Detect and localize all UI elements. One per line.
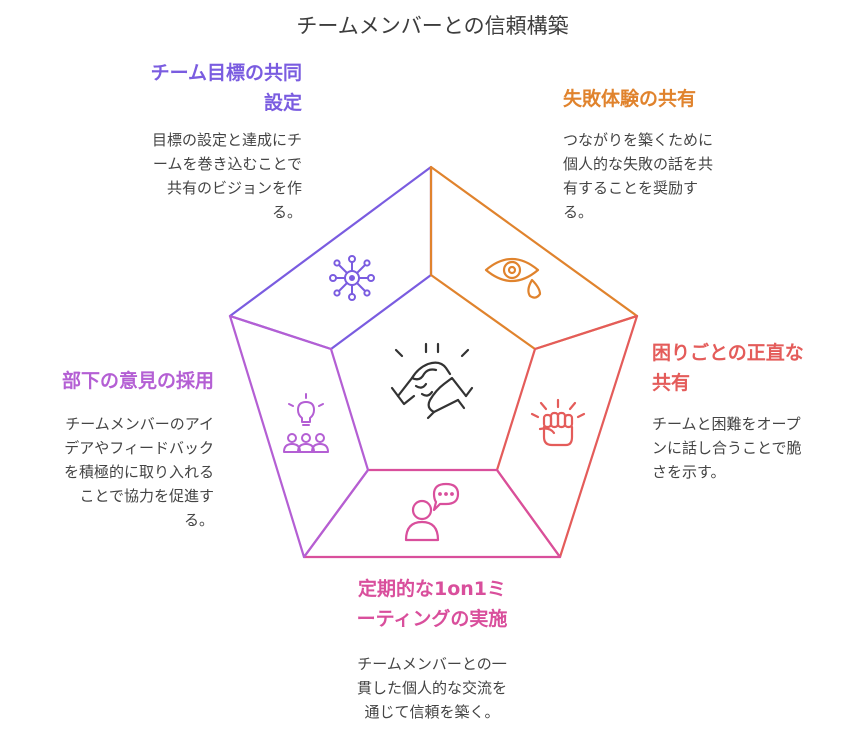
desc-line: る。 <box>271 203 302 221</box>
desc-line: を積極的に取り入れる <box>63 463 214 481</box>
desc-line: 有することを奨励す <box>563 179 699 197</box>
honest-heading: 困りごとの正直な 共有 <box>652 338 852 398</box>
desc-line: ことで協力を促進す <box>79 487 214 505</box>
desc-line: る。 <box>183 511 214 529</box>
honest-heading-line: 困りごとの正直な <box>652 342 804 364</box>
honest-description: チームと困難をオープ ンに話し合うことで脆 さを示す。 <box>652 412 857 484</box>
desc-line: チームと困難をオープ <box>652 415 801 433</box>
goal-heading: チーム目標の共同 設定 <box>40 58 302 118</box>
meeting-heading-line: 定期的な1on1ミ <box>357 578 507 600</box>
segment-opinion <box>228 314 370 559</box>
person-speech-icon <box>404 482 460 542</box>
opinion-heading-line: 部下の意見の採用 <box>61 370 214 392</box>
goal-description: 目標の設定と達成にチ ームを巻き込むことで 共有のビジョンを作 る。 <box>60 128 302 224</box>
desc-line: 通じて信頼を築く。 <box>364 703 500 721</box>
network-hub-icon <box>329 255 375 301</box>
meeting-heading: 定期的な1on1ミ ーティングの実施 <box>312 574 552 634</box>
meeting-description: チームメンバーとの一 貫した個人的な交流を 通じて信頼を築く。 <box>322 652 542 724</box>
segment-meeting <box>302 468 562 559</box>
desc-line: チームメンバーとの一 <box>357 655 507 673</box>
goal-heading-line: チーム目標の共同 <box>150 62 302 84</box>
diagram-title: チームメンバーとの信頼構築 <box>296 14 569 38</box>
handshake-icon <box>390 342 474 420</box>
desc-line: ームを巻き込むことで <box>152 155 302 173</box>
crying-eye-icon <box>484 257 542 299</box>
idea-group-icon <box>283 393 329 453</box>
desc-line: チームメンバーのアイ <box>65 415 214 433</box>
desc-line: 貫した個人的な交流を <box>356 679 507 697</box>
desc-line: さを示す。 <box>652 463 726 481</box>
failure-description: つながりを築くために 個人的な失敗の話を共 有することを奨励す る。 <box>563 128 783 224</box>
desc-line: 共有のビジョンを作 <box>166 179 302 197</box>
desc-line: 目標の設定と達成にチ <box>151 131 302 149</box>
desc-line: デアやフィードバック <box>64 439 214 457</box>
desc-line: る。 <box>563 203 594 221</box>
failure-heading-line: 失敗体験の共有 <box>563 88 697 110</box>
opinion-description: チームメンバーのアイ デアやフィードバック を積極的に取り入れる ことで協力を促… <box>10 412 214 532</box>
goal-heading-line: 設定 <box>263 92 302 114</box>
segment-honest <box>495 314 639 559</box>
honest-heading-line: 共有 <box>652 372 691 394</box>
failure-heading: 失敗体験の共有 <box>563 84 843 114</box>
desc-line: 個人的な失敗の話を共 <box>563 155 714 173</box>
opinion-heading: 部下の意見の採用 <box>10 366 214 396</box>
raised-fist-icon <box>530 398 586 447</box>
desc-line: ンに話し合うことで脆 <box>652 439 802 457</box>
meeting-heading-line: ーティングの実施 <box>356 608 508 630</box>
desc-line: つながりを築くために <box>563 131 714 149</box>
